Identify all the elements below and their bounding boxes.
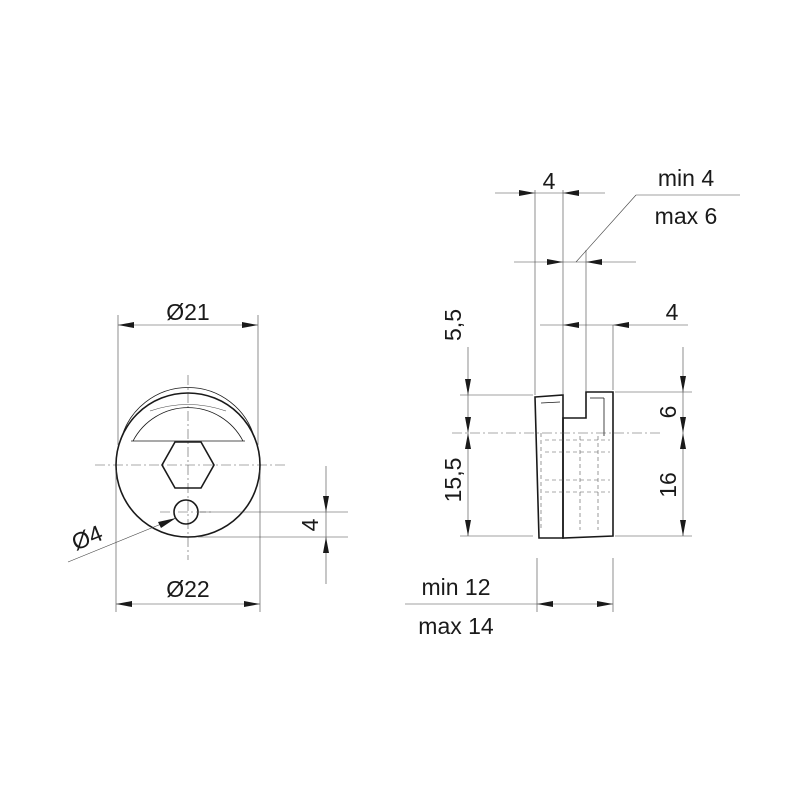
top-segment-arc — [132, 407, 244, 442]
right-arrow-bottom — [680, 520, 686, 536]
hex-socket — [161, 441, 215, 489]
outer-body-circle — [115, 392, 261, 538]
offset-arrow-top — [323, 496, 329, 512]
top4-label: 4 — [543, 168, 556, 194]
width-arrow-right — [597, 601, 613, 607]
hole-leader-line — [67, 517, 177, 563]
thickness-arrow-left — [547, 259, 563, 265]
left-arrow-mid-down — [465, 433, 471, 449]
thickness-min-label: min 4 — [658, 165, 714, 191]
dia21-arrow-right — [242, 322, 258, 328]
left-part-edge — [540, 401, 561, 404]
left-arrow-bottom — [465, 520, 471, 536]
front-view: Ø21 Ø22 Ø4 4 — [67, 299, 348, 612]
offset-arrow-bottom — [323, 537, 329, 553]
top4-arrow-left — [519, 190, 535, 196]
right4-label: 4 — [666, 299, 679, 325]
right-arrow-mid-down — [680, 433, 686, 449]
right-arrow-top — [680, 376, 686, 392]
left-arrow-mid-up — [465, 417, 471, 433]
dia22-arrow-left — [116, 601, 132, 607]
left-upper-label: 5,5 — [440, 309, 466, 341]
dia22-arrow-right — [244, 601, 260, 607]
body-left-part — [534, 394, 564, 539]
dia21-arrow-left — [118, 322, 134, 328]
left-arrow-top — [465, 379, 471, 395]
thickness-max-label: max 6 — [655, 203, 718, 229]
right-lower-label: 16 — [655, 472, 681, 498]
right-arrow-mid-up — [680, 417, 686, 433]
width-max-label: max 14 — [418, 613, 494, 639]
side-view: 4 min 4 max 6 4 5,5 15,5 6 16 — [405, 165, 740, 639]
dia21-label: Ø21 — [166, 299, 209, 325]
top4-arrow-right — [563, 190, 579, 196]
body-right-part — [562, 391, 614, 539]
width-min-label: min 12 — [421, 574, 490, 600]
hole-leader-arrow — [158, 518, 176, 528]
left-lower-label: 15,5 — [440, 458, 466, 503]
hole-dia-label: Ø4 — [68, 520, 106, 556]
top-segment-inner-arc — [149, 404, 227, 412]
inner-rim-arc — [120, 387, 256, 441]
offset-label: 4 — [297, 518, 323, 531]
right4-arrow-right — [613, 322, 629, 328]
width-arrow-left — [537, 601, 553, 607]
thickness-leader-slant — [575, 194, 637, 263]
thickness-arrow-right — [586, 259, 602, 265]
right-upper-label: 6 — [655, 406, 681, 419]
dia22-label: Ø22 — [166, 576, 209, 602]
right4-arrow-left — [563, 322, 579, 328]
